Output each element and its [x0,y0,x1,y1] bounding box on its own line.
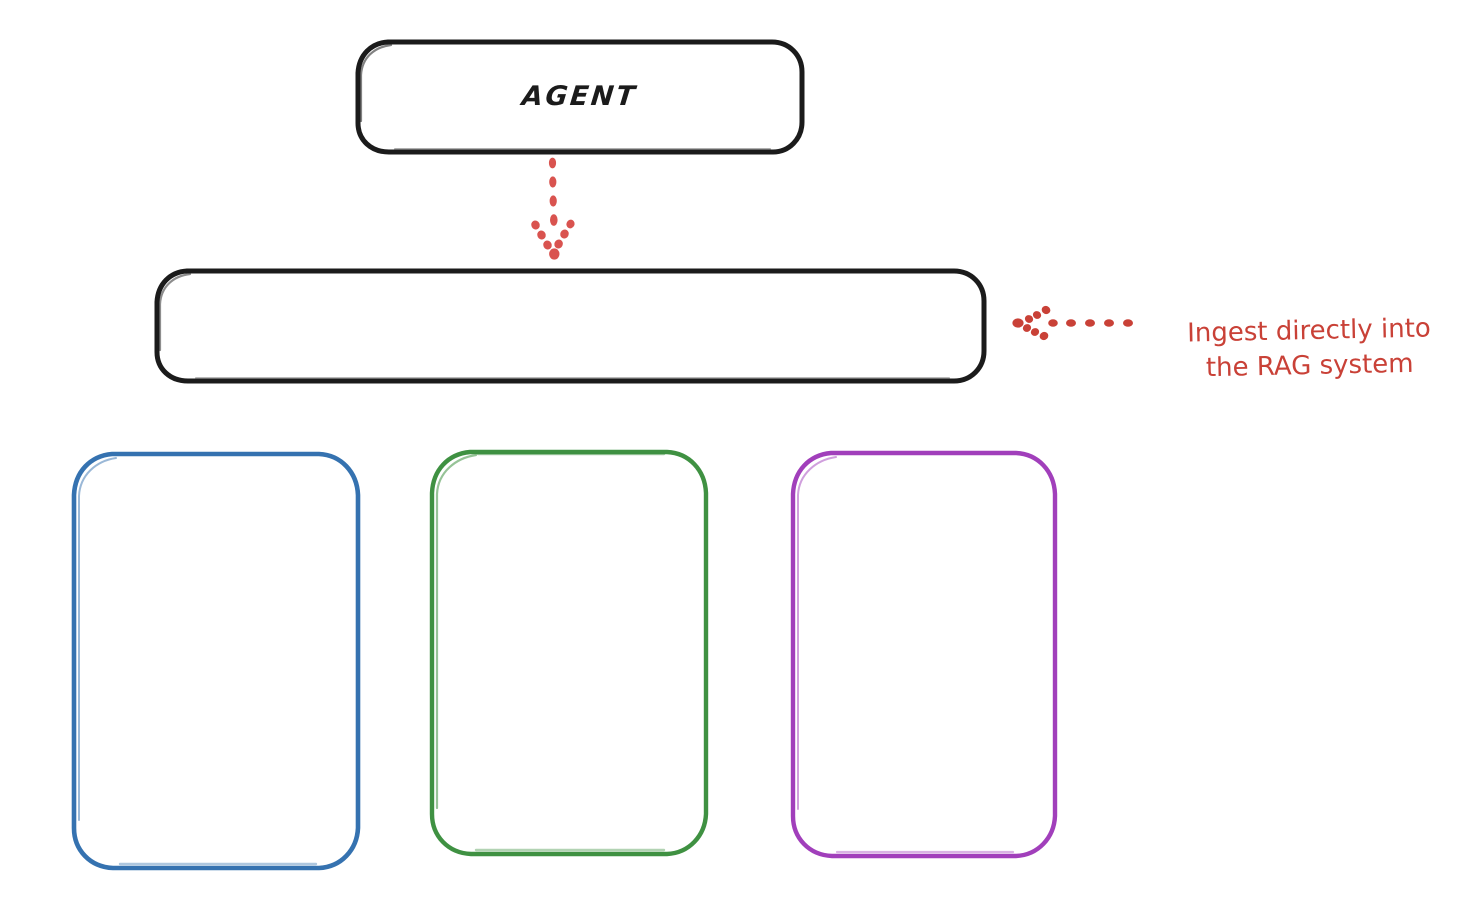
arrow-agent-to-rag-tool-icon [500,155,620,273]
agent-node[interactable]: AGENT [355,39,805,155]
relational-io-index: SQLTable [866,747,982,777]
relational-io-interface: RelationalIO (insert_sql, query_sql) [845,567,1003,669]
relational-io-node-text: RelationalIO (insert_sql, query_sql) SQL… [845,529,1002,781]
key-value-io-index: KeyValueIndex [474,746,664,775]
rag-tool-node[interactable]: RAG Tool [154,268,987,384]
ingest-annotation: Ingest directly into the RAG system [1143,276,1475,388]
vector-io-interface: VectorIO (insert_chunks, delete_chunks, … [117,556,315,693]
agent-node-label: AGENT [520,80,640,112]
vector-io-node[interactable]: VectorIO (insert_chunks, delete_chunks, … [70,450,362,872]
arrow-ingest-icon [1010,296,1150,352]
vector-io-node-text: VectorIO (insert_chunks, delete_chunks, … [117,517,315,805]
ingest-annotation-text: Ingest directly into the RAG system [1186,313,1432,384]
key-value-io-node[interactable]: KeyValueIO (set_key, delete_key, get) Ke… [428,448,710,858]
key-value-io-node-text: KeyValueIO (set_key, delete_key, get) Ke… [464,527,674,779]
key-value-io-interface: KeyValueIO (set_key, delete_key, get) [464,566,674,667]
rag-tool-node-label: RAG Tool [507,309,634,341]
relational-io-node[interactable]: RelationalIO (insert_sql, query_sql) SQL… [789,449,1059,860]
vector-io-index: VectorIndex [138,772,293,801]
